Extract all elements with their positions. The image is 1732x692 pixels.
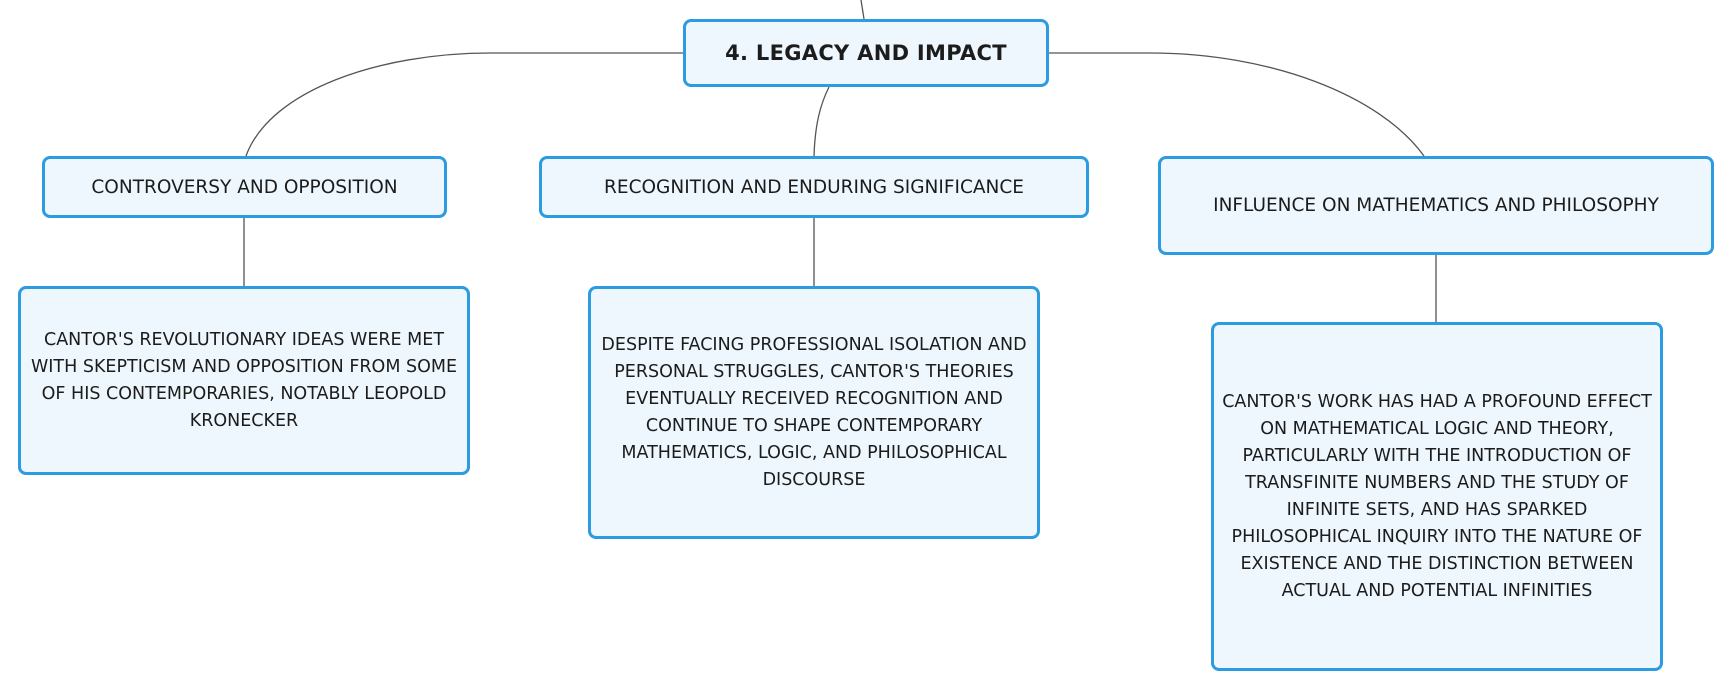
detail-node-influence[interactable]: CANTOR'S WORK HAS HAD A PROFOUND EFFECT … — [1211, 322, 1663, 671]
branch-node-influence[interactable]: INFLUENCE ON MATHEMATICS AND PHILOSOPHY — [1158, 156, 1714, 255]
branch-title-controversy: CONTROVERSY AND OPPOSITION — [91, 176, 398, 198]
root-topic-label: 4. LEGACY AND IMPACT — [725, 41, 1007, 65]
connector-root-to-recognition — [813, 86, 830, 157]
branch-title-recognition: RECOGNITION AND ENDURING SIGNIFICANCE — [604, 176, 1024, 198]
branch-node-recognition[interactable]: RECOGNITION AND ENDURING SIGNIFICANCE — [539, 156, 1089, 218]
detail-text-influence: CANTOR'S WORK HAS HAD A PROFOUND EFFECT … — [1222, 391, 1652, 601]
detail-text-controversy: CANTOR'S REVOLUTIONARY IDEAS WERE MET WI… — [30, 329, 458, 431]
connector-root-to-influence — [1049, 52, 1425, 157]
detail-node-controversy[interactable]: CANTOR'S REVOLUTIONARY IDEAS WERE MET WI… — [18, 286, 470, 475]
detail-text-recognition: DESPITE FACING PROFESSIONAL ISOLATION AN… — [601, 334, 1027, 490]
connector-root-to-controversy — [245, 52, 683, 157]
detail-node-recognition[interactable]: DESPITE FACING PROFESSIONAL ISOLATION AN… — [588, 286, 1040, 539]
root-topic-node[interactable]: 4. LEGACY AND IMPACT — [683, 19, 1049, 87]
branch-title-influence: INFLUENCE ON MATHEMATICS AND PHILOSOPHY — [1213, 195, 1659, 216]
connector-parent-to-root — [860, 0, 865, 20]
branch-node-controversy[interactable]: CONTROVERSY AND OPPOSITION — [42, 156, 447, 218]
